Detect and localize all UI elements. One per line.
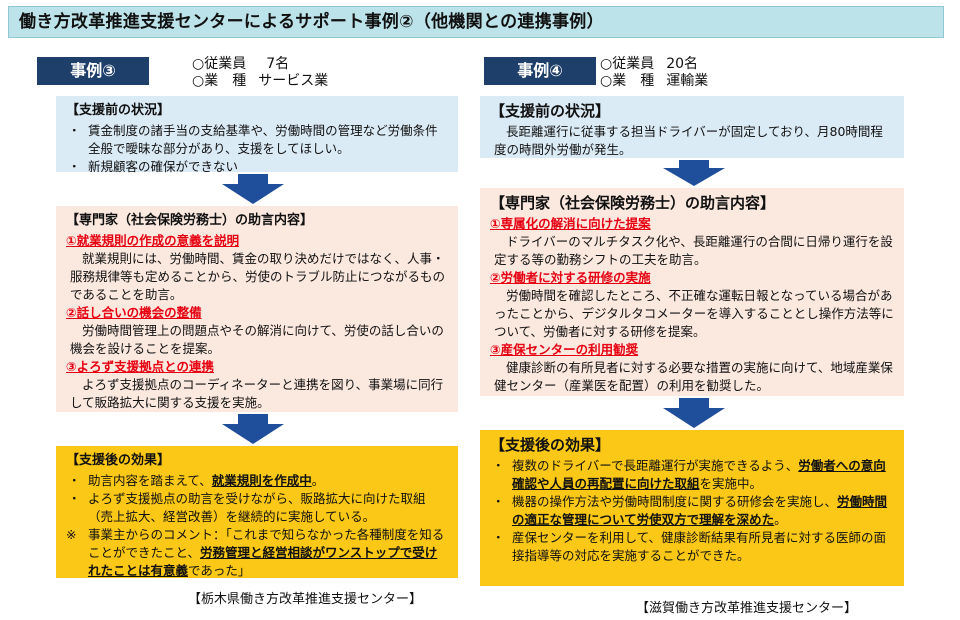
after-heading: 【支援後の効果】 bbox=[490, 436, 611, 454]
before-item: ・新規顧客の確保ができない bbox=[68, 159, 239, 174]
case-4-advice-box: 【専門家（社会保険労務士）の助言内容】 ①専属化の解消に向けた提案 ドライバーの… bbox=[480, 188, 904, 396]
advice-subtitle: ③よろず支援拠点との連携 bbox=[66, 359, 214, 374]
down-arrow-icon bbox=[222, 414, 284, 444]
after-note: ※事業主からのコメント：「これまで知らなかった各種制度を知ることができたこと、労… bbox=[66, 527, 445, 578]
before-heading: 【支援前の状況】 bbox=[490, 102, 611, 120]
industry-value: 運輸業 bbox=[666, 73, 709, 89]
advice-heading: 【専門家（社会保険労務士）の助言内容】 bbox=[66, 213, 314, 228]
after-item: ・助言内容を踏まえて、就業規則を作成中。 bbox=[68, 473, 325, 488]
case-tag-4: 事例④ bbox=[484, 57, 596, 85]
case-4-company-info: ○従業員 20名 ○業 種運輸業 bbox=[600, 56, 708, 90]
page-title: 働き方改革推進支援センターによるサポート事例②（他機関との連携事例） bbox=[19, 12, 604, 32]
employees-label: ○従業員 bbox=[192, 56, 247, 72]
before-heading: 【支援前の状況】 bbox=[66, 103, 171, 118]
after-item: ・よろず支援拠点の助言を受けながら、販路拡大に向けた取組（売上拡大、経営改善）を… bbox=[68, 491, 426, 524]
industry-label: ○業 種 bbox=[192, 73, 247, 89]
industry-value: サービス業 bbox=[258, 73, 329, 89]
after-item: ・複数のドライバーで長距離運行が実施できるよう、労働者への意向確認や人員の再配置… bbox=[492, 458, 886, 491]
down-arrow-icon bbox=[222, 174, 284, 204]
after-item: ・機器の操作方法や労働時間制度に関する研修会を実施し、労働時間の適正な管理につい… bbox=[492, 494, 888, 527]
advice-body: 労働時間管理上の問題点やその解消に向けて、労使の話し合いの機会を設けることを提案… bbox=[70, 323, 444, 356]
case-3-company-info: ○従業員 7名 ○業 種サービス業 bbox=[192, 56, 328, 90]
case-4-source: 【滋賀働き方改革推進支援センター】 bbox=[636, 601, 858, 616]
advice-body: 労働時間を確認したところ、不正確な運転日報となっている場合があったことから、デジ… bbox=[494, 288, 894, 339]
advice-body: ドライバーのマルチタスク化や、長距離運行の合間に日帰り運行を設定する等の勤務シフ… bbox=[494, 234, 893, 267]
employees-label: ○従業員 bbox=[600, 56, 655, 72]
before-item: ・賃金制度の諸手当の支給基準や、労働時間の管理など労働条件全般で曖昧な部分があり… bbox=[68, 123, 438, 156]
industry-label: ○業 種 bbox=[600, 73, 655, 89]
after-heading: 【支援後の効果】 bbox=[66, 453, 171, 468]
advice-subtitle: ①就業規則の作成の意義を説明 bbox=[66, 233, 240, 248]
advice-subtitle: ②労働者に対する研修の実施 bbox=[490, 270, 651, 285]
case-4-after-box: 【支援後の効果】 ・複数のドライバーで長距離運行が実施できるよう、労働者への意向… bbox=[480, 430, 904, 586]
employees-value: 20名 bbox=[666, 56, 699, 72]
advice-subtitle: ①専属化の解消に向けた提案 bbox=[490, 216, 651, 231]
employees-value: 7名 bbox=[266, 56, 290, 72]
case-tag-3: 事例③ bbox=[37, 57, 149, 85]
page-title-bar: 働き方改革推進支援センターによるサポート事例②（他機関との連携事例） bbox=[8, 6, 944, 38]
before-text: 長距離運行に従事する担当ドライバーが固定しており、月80時間程度の時間外労働が発… bbox=[494, 124, 883, 157]
case-3-after-box: 【支援後の効果】 ・助言内容を踏まえて、就業規則を作成中。 ・よろず支援拠点の助… bbox=[56, 446, 458, 578]
down-arrow-icon bbox=[663, 398, 725, 428]
case-3-source: 【栃木県働き方改革推進支援センター】 bbox=[188, 592, 423, 607]
advice-body: 就業規則には、労働時間、賃金の取り決めだけではなく、人事・服務規律等も定めること… bbox=[70, 251, 446, 302]
down-arrow-icon bbox=[663, 160, 725, 186]
case-3-before-box: 【支援前の状況】 ・賃金制度の諸手当の支給基準や、労働時間の管理など労働条件全般… bbox=[56, 96, 458, 174]
advice-body: 健康診断の有所見者に対する必要な措置の実施に向けて、地域産業保健センター（産業医… bbox=[494, 360, 893, 393]
advice-subtitle: ②話し合いの機会の整備 bbox=[66, 305, 202, 320]
advice-body: よろず支援拠点のコーディネーターと連携を図り、事業場に同行して販路拡大に関する支… bbox=[70, 377, 444, 410]
case-4-before-box: 【支援前の状況】 長距離運行に従事する担当ドライバーが固定しており、月80時間程… bbox=[480, 96, 904, 158]
after-item: ・産保センターを利用して、健康診断結果有所見者に対する医師の面接指導等の対応を実… bbox=[492, 530, 887, 563]
advice-subtitle: ③産保センターの利用勧奨 bbox=[490, 342, 639, 357]
advice-heading: 【専門家（社会保険労務士）の助言内容】 bbox=[490, 194, 776, 212]
case-3-advice-box: 【専門家（社会保険労務士）の助言内容】 ①就業規則の作成の意義を説明 就業規則に… bbox=[56, 206, 458, 412]
